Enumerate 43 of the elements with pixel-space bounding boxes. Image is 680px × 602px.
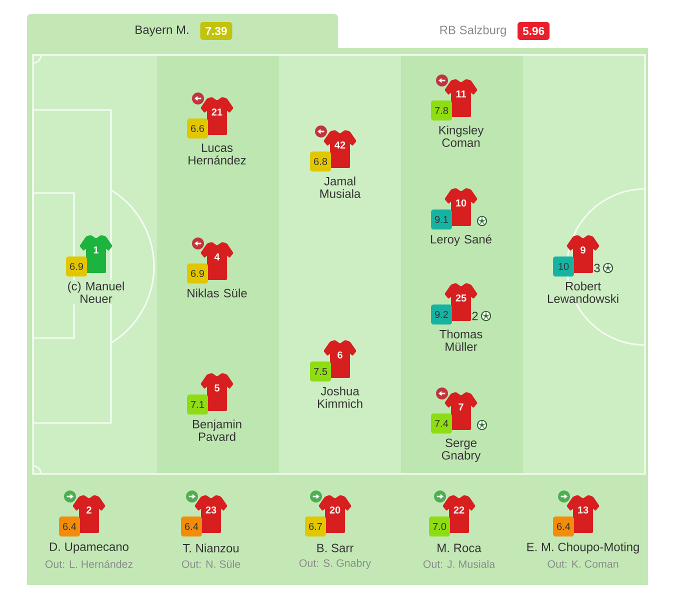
substitution-note: Out: S. Gnabry xyxy=(299,559,372,569)
player-name: B. Sarr xyxy=(317,544,354,552)
player-name: Jamal Musiala xyxy=(320,176,361,198)
player-name: D. Upamecano xyxy=(50,542,128,554)
rating-badge: 6.7 xyxy=(305,516,326,536)
player-name: Serge Gnabry xyxy=(442,438,481,462)
rating-badge: 7.1 xyxy=(187,394,208,414)
player-name: Lucas Hernández xyxy=(188,144,246,164)
goal-count: 2 xyxy=(472,312,478,320)
rating-badge: 9.1 xyxy=(431,210,452,230)
player-name: E. M. Choupo-Moting xyxy=(527,542,639,554)
player-name: M. Roca xyxy=(438,544,482,552)
player-name: T. Nianzou xyxy=(182,544,239,552)
node-label: Bayern M. xyxy=(136,26,188,36)
goal-count: 3 xyxy=(594,264,600,272)
rating-badge: 6.4 xyxy=(59,516,80,536)
substitution-note: Out: K. Coman xyxy=(548,560,618,568)
score-badge: 7.39 xyxy=(200,22,232,40)
player-name: Niklas Süle xyxy=(188,288,247,298)
substitution-note: Out: L. Hernández xyxy=(45,560,133,568)
player-name: Thomas Müller xyxy=(440,330,482,351)
player-name: Joshua Kimmich xyxy=(318,386,362,408)
player-name: Benjamin Pavard xyxy=(192,420,242,441)
rating-badge: 10 xyxy=(553,256,574,276)
rating-badge: 6.8 xyxy=(310,152,331,172)
score-badge: 5.96 xyxy=(518,22,550,40)
rating-badge: 9.2 xyxy=(431,304,452,324)
rating-badge: 7.0 xyxy=(429,516,450,536)
rating-badge: 6.4 xyxy=(553,516,574,536)
team-name: RB Salzburg xyxy=(440,25,506,37)
rating-badge: 7.5 xyxy=(310,362,331,382)
rating-badge: 6.4 xyxy=(181,516,202,536)
rating-badge: 7.8 xyxy=(431,100,452,120)
rating-badge: 6.9 xyxy=(66,256,87,276)
rating-badge: 6.6 xyxy=(187,118,208,138)
rating-badge: 7.4 xyxy=(431,414,452,434)
player-name: Robert Lewandowski xyxy=(542,280,624,304)
player-name: (c) Manuel Neuer xyxy=(62,280,130,304)
rating-badge: 6.9 xyxy=(187,264,208,284)
substitution-note: Out: N. Süle xyxy=(182,560,240,568)
player-name: Leroy Sané xyxy=(430,234,492,246)
player-name: Kingsley Coman xyxy=(439,126,484,147)
substitution-note: Out: J. Musiala xyxy=(423,560,496,568)
